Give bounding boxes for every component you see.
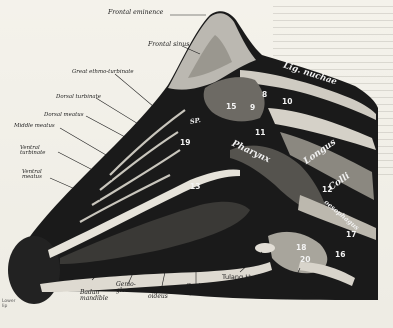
label-great-ethmo-turbinate: Great ethmo-turbinate xyxy=(72,70,134,75)
lip-shadow xyxy=(8,236,60,304)
number-19: 19 xyxy=(180,138,190,147)
number-17: 17 xyxy=(346,230,356,239)
label-sp: SP. xyxy=(190,117,202,125)
label-tulang-hyoid: Tulang Hyoid xyxy=(222,274,264,281)
label-ventral-turbinate: Ventral turbinate xyxy=(20,146,60,157)
number-18: 18 xyxy=(296,243,306,252)
number-10: 10 xyxy=(282,97,292,106)
label-frontal-sinus: Frontal sinus xyxy=(148,42,189,48)
label-mylo-hyoideus: Mylo-hy-oideus xyxy=(148,288,182,300)
number-11: 11 xyxy=(255,128,265,137)
number-15: 15 xyxy=(226,102,236,111)
number-9: 9 xyxy=(250,103,255,112)
label-frontal-eminence: Frontal eminence xyxy=(108,10,163,16)
label-genio-glossus: Genio-glossus xyxy=(116,282,146,294)
label-ventral-meatus: Ventral meatus xyxy=(22,170,58,181)
label-genio-hyoideus: Genio-hyoideus xyxy=(186,284,220,296)
label-dorsal-turbinate: Dorsal turbinate xyxy=(56,95,101,100)
number-12: 12 xyxy=(322,185,332,194)
label-margin-note: Lower lip xyxy=(2,300,18,309)
label-middle-meatus: Middle meatus xyxy=(14,124,55,129)
number-8: 8 xyxy=(262,90,267,99)
number-16: 16 xyxy=(335,250,345,259)
label-dorsal-meatus: Dorsal meatus xyxy=(44,113,83,118)
number-20: 20 xyxy=(300,255,310,264)
label-badan-mandible: Badan mandible xyxy=(80,290,116,302)
number-13: 13 xyxy=(190,182,200,191)
hyoid-bone xyxy=(255,243,275,253)
label-kartilago-thyroid: Kartilago Thyroid xyxy=(276,292,332,299)
